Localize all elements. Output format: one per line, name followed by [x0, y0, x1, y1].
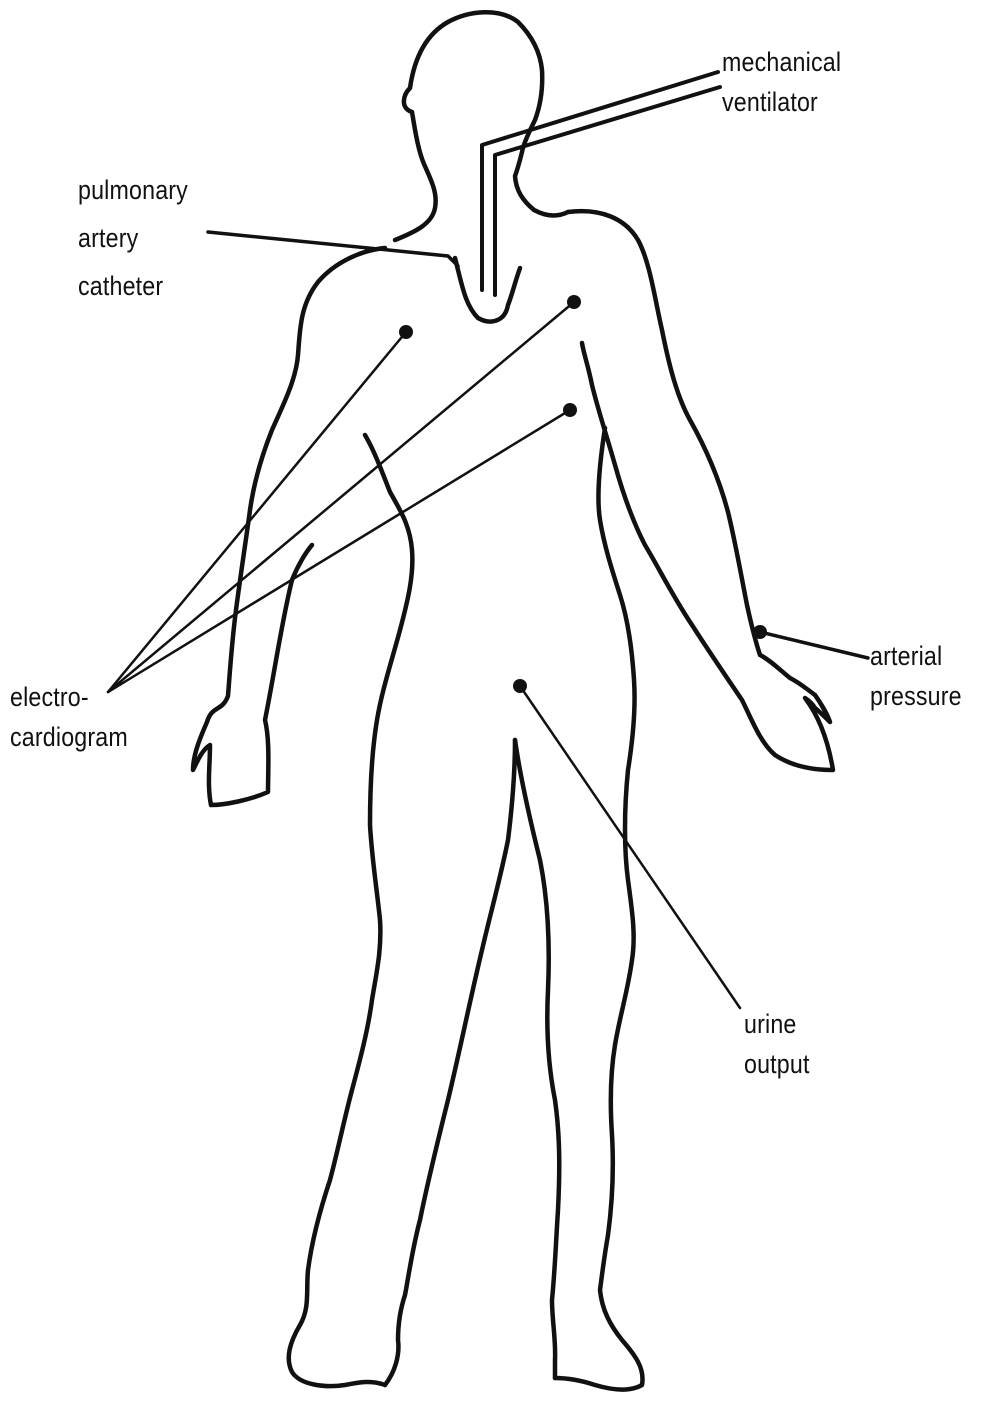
ecg-electrode-left-chest — [399, 325, 413, 339]
label-urine-output-line-2: output — [744, 1044, 810, 1084]
label-arterial-pressure: arterial pressure — [870, 636, 962, 716]
label-urine-output: urine output — [744, 1004, 810, 1084]
ventilator-tube-inner — [495, 87, 720, 295]
label-electrocardiogram: electro- cardiogram — [10, 677, 128, 757]
ecg-electrode-right-chest — [567, 295, 581, 309]
arterial-pressure-point — [753, 625, 767, 639]
ecg-electrode-lower-chest — [563, 403, 577, 417]
right-flank-outline — [555, 428, 643, 1390]
label-pulmonary-artery-catheter-line-2: artery — [78, 214, 188, 262]
ecg-lead-3 — [108, 410, 570, 692]
label-pulmonary-artery-catheter: pulmonary artery catheter — [78, 166, 188, 310]
label-mechanical-ventilator: mechanical ventilator — [722, 42, 841, 122]
urine-output-point — [513, 679, 527, 693]
neck-notch-outline — [455, 258, 520, 322]
label-pulmonary-artery-catheter-line-1: pulmonary — [78, 166, 188, 214]
label-mechanical-ventilator-line-2: ventilator — [722, 82, 841, 122]
left-flank-outline — [289, 435, 413, 1386]
right-inner-leg-outline — [515, 740, 559, 1378]
left-inner-leg-outline — [385, 740, 515, 1385]
label-arterial-pressure-line-2: pressure — [870, 676, 962, 716]
pulmonary-catheter-lead — [208, 232, 458, 266]
arterial-pressure-lead — [760, 632, 868, 658]
label-mechanical-ventilator-line-1: mechanical — [722, 42, 841, 82]
right-arm-outline — [568, 211, 833, 770]
label-arterial-pressure-line-1: arterial — [870, 636, 962, 676]
ecg-lead-2 — [108, 302, 574, 692]
label-urine-output-line-1: urine — [744, 1004, 810, 1044]
ecg-lead-1 — [108, 332, 406, 692]
label-pulmonary-artery-catheter-line-3: catheter — [78, 262, 188, 310]
label-electrocardiogram-line-2: cardiogram — [10, 717, 128, 757]
left-arm-outline — [193, 248, 385, 805]
label-electrocardiogram-line-1: electro- — [10, 677, 128, 717]
